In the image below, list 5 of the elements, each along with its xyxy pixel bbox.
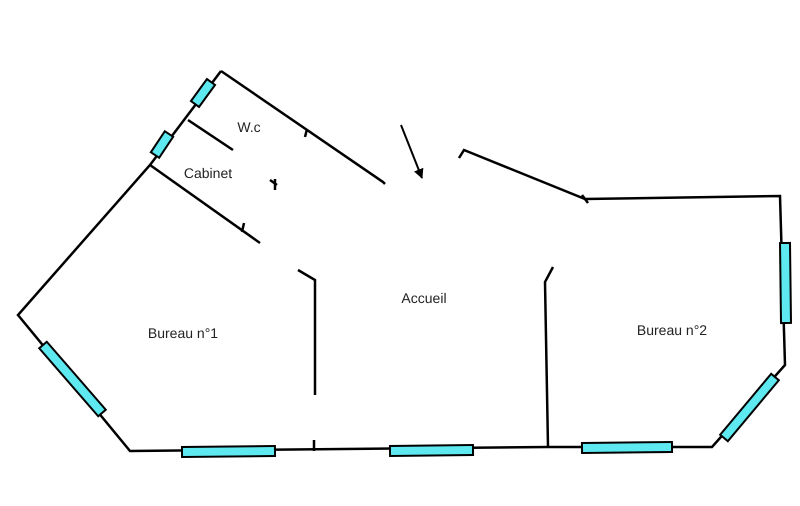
room-label: Bureau n°2 (636, 322, 708, 338)
room-label: Cabinet (184, 165, 232, 181)
room-label: Bureau n°1 (148, 325, 218, 341)
room-label: W.c (237, 119, 261, 135)
room-label: Accueil (401, 290, 447, 306)
